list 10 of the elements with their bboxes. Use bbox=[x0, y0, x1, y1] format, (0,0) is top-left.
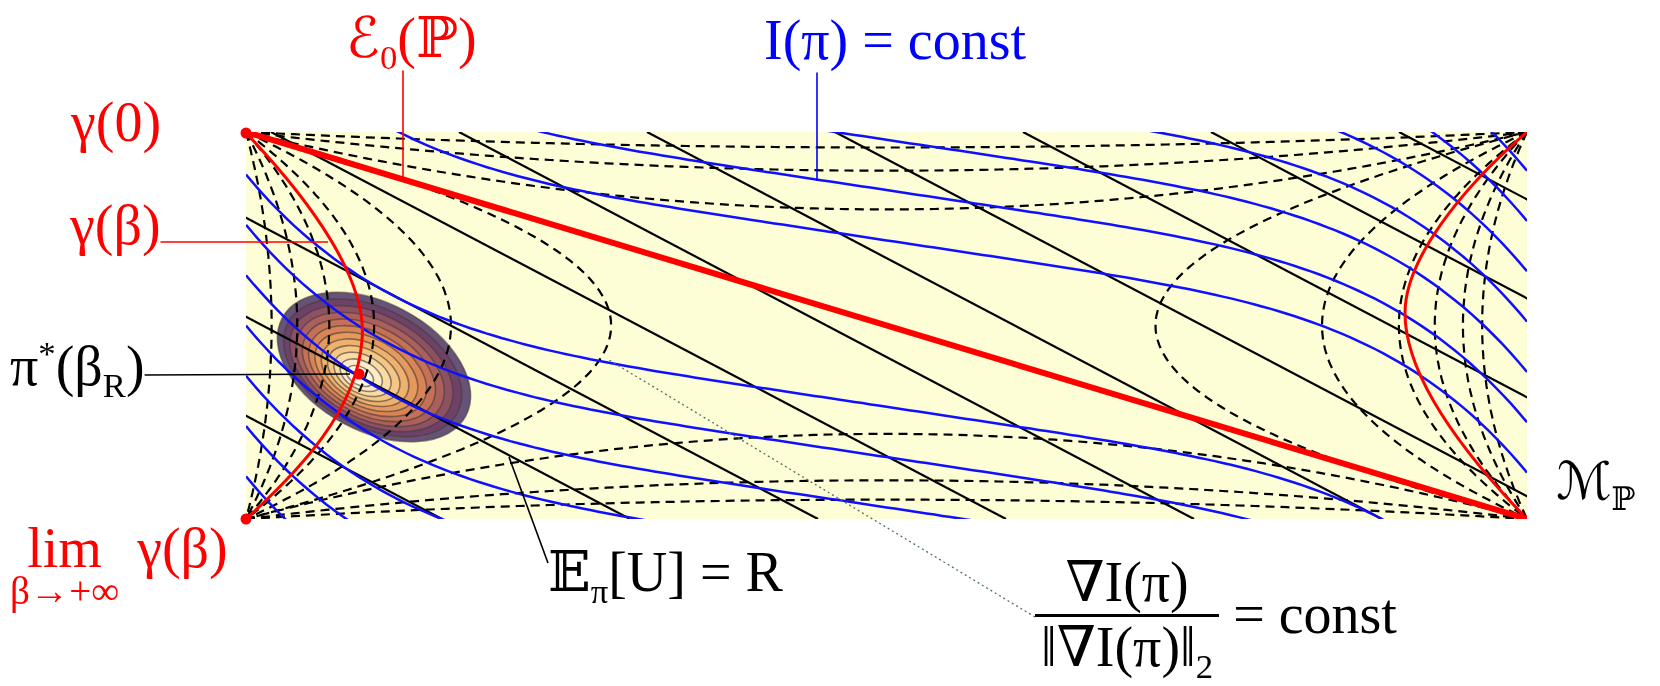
fraction-numerator: ∇I(π) bbox=[1035, 552, 1220, 617]
math-label: ℳ$_{ℙ}$ bbox=[1556, 452, 1636, 512]
point-label: π$^{*}$(β$_{R}$) bbox=[10, 334, 145, 399]
curve-label: γ(β) bbox=[70, 193, 161, 258]
curve-label: ℰ$_{0}$(ℙ) bbox=[346, 6, 477, 71]
equation-text: = const bbox=[1233, 584, 1397, 646]
math-label: γ(0) bbox=[71, 90, 162, 155]
fraction-denominator: ‖∇I(π)‖$_{2}$ bbox=[1040, 616, 1215, 679]
line-label: 𝔼$_{π}$[U] = R bbox=[548, 540, 783, 605]
curve-label: I(π) = const bbox=[764, 8, 1026, 73]
